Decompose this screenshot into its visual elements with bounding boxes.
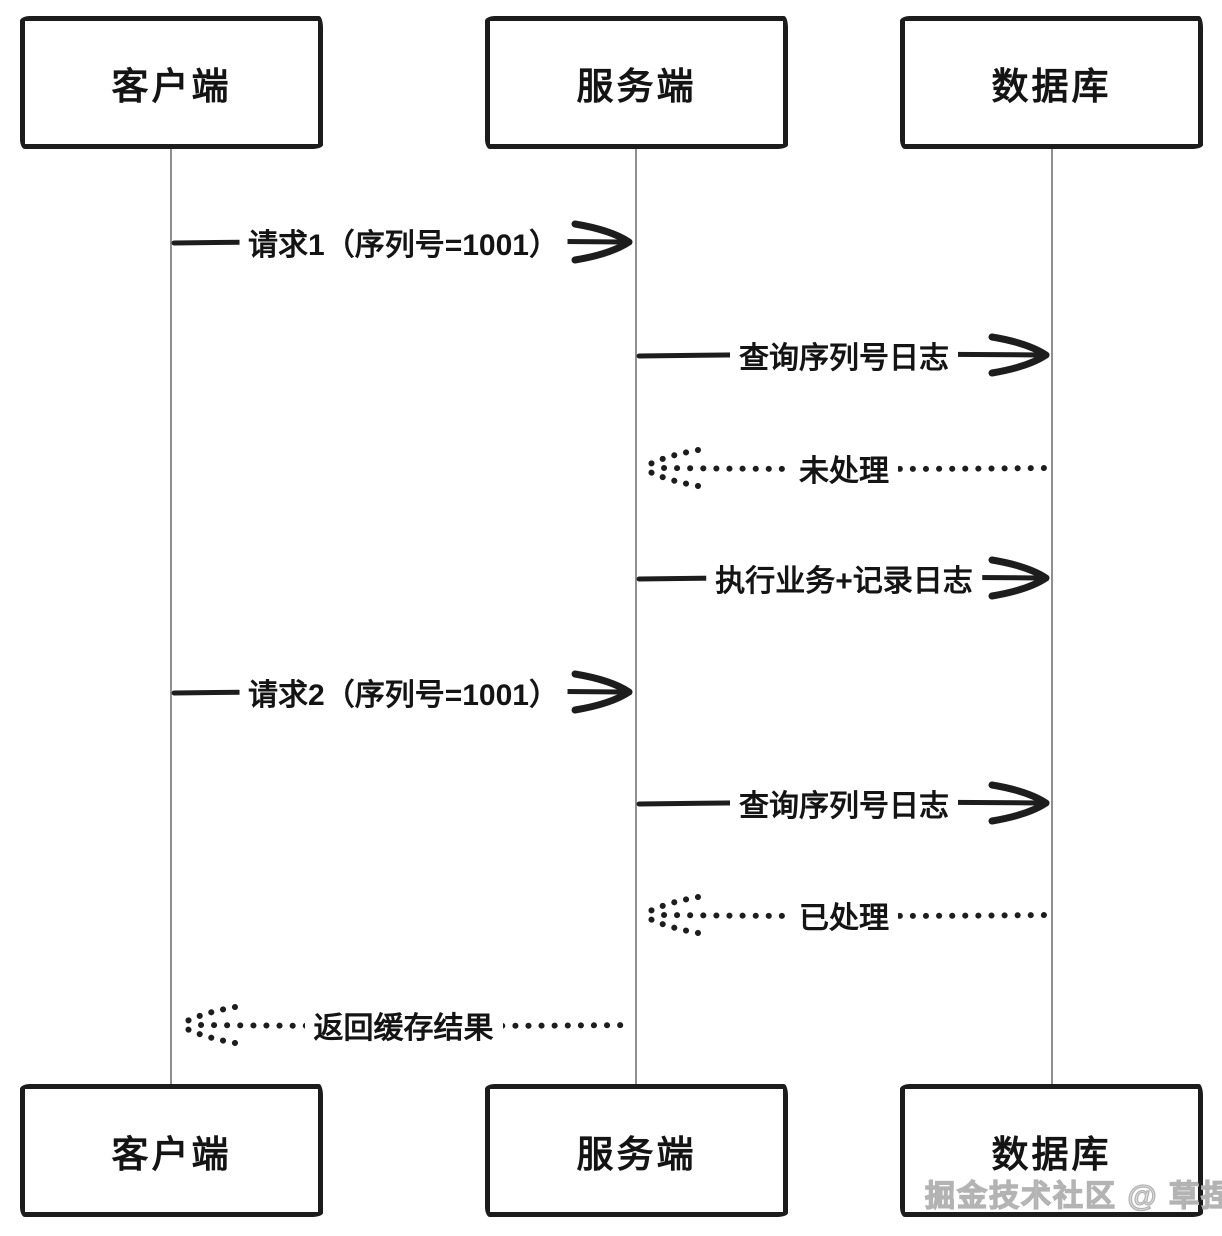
message-label: 查询序列号日志 <box>730 781 958 825</box>
message-query-log-2: 查询序列号日志 <box>636 778 1052 828</box>
message-request2: 请求2（序列号=1001） <box>171 667 636 717</box>
actor-box-database-top: 数据库 <box>900 16 1203 149</box>
actor-box-server-top: 服务端 <box>485 16 788 149</box>
actor-box-database-bottom: 数据库 <box>900 1084 1203 1217</box>
message-label: 请求1（序列号=1001） <box>239 220 568 264</box>
message-processed: 已处理 <box>636 890 1052 940</box>
message-return-cached-result: 返回缓存结果 <box>171 1000 636 1050</box>
message-label: 执行业务+记录日志 <box>706 556 982 600</box>
actor-box-client-bottom: 客户端 <box>20 1084 323 1217</box>
arrowhead-icon <box>640 447 701 489</box>
arrowhead-icon <box>177 1004 238 1046</box>
message-label: 已处理 <box>790 893 898 937</box>
actor-box-client-top: 客户端 <box>20 16 323 149</box>
message-label: 未处理 <box>790 446 898 490</box>
actor-box-server-bottom: 服务端 <box>485 1084 788 1217</box>
arrowhead-icon <box>988 333 1050 377</box>
arrowhead-icon <box>571 670 633 714</box>
arrowhead-icon <box>640 894 701 936</box>
lifeline-server <box>635 148 637 1085</box>
message-not-processed: 未处理 <box>636 443 1052 493</box>
actor-label-server-bottom: 服务端 <box>576 1133 697 1175</box>
arrowhead-icon <box>988 556 1050 600</box>
actor-label-client-bottom: 客户端 <box>111 1133 232 1175</box>
message-request1: 请求1（序列号=1001） <box>171 217 636 267</box>
lifeline-database <box>1051 148 1053 1085</box>
arrowhead-icon <box>571 220 633 264</box>
message-query-log-1: 查询序列号日志 <box>636 330 1052 380</box>
watermark-text: 掘金技术社区 @ 草捏子 <box>924 1179 1222 1213</box>
actor-label-database-bottom: 数据库 <box>991 1133 1112 1175</box>
lifeline-client <box>170 148 172 1085</box>
actor-label-database-top: 数据库 <box>991 65 1112 107</box>
message-label: 查询序列号日志 <box>730 333 958 377</box>
arrowhead-icon <box>988 781 1050 825</box>
message-exec-and-log: 执行业务+记录日志 <box>636 553 1052 603</box>
message-label: 返回缓存结果 <box>304 1003 503 1047</box>
actor-label-client-top: 客户端 <box>111 65 232 107</box>
actor-label-server-top: 服务端 <box>576 65 697 107</box>
message-label: 请求2（序列号=1001） <box>239 670 568 714</box>
